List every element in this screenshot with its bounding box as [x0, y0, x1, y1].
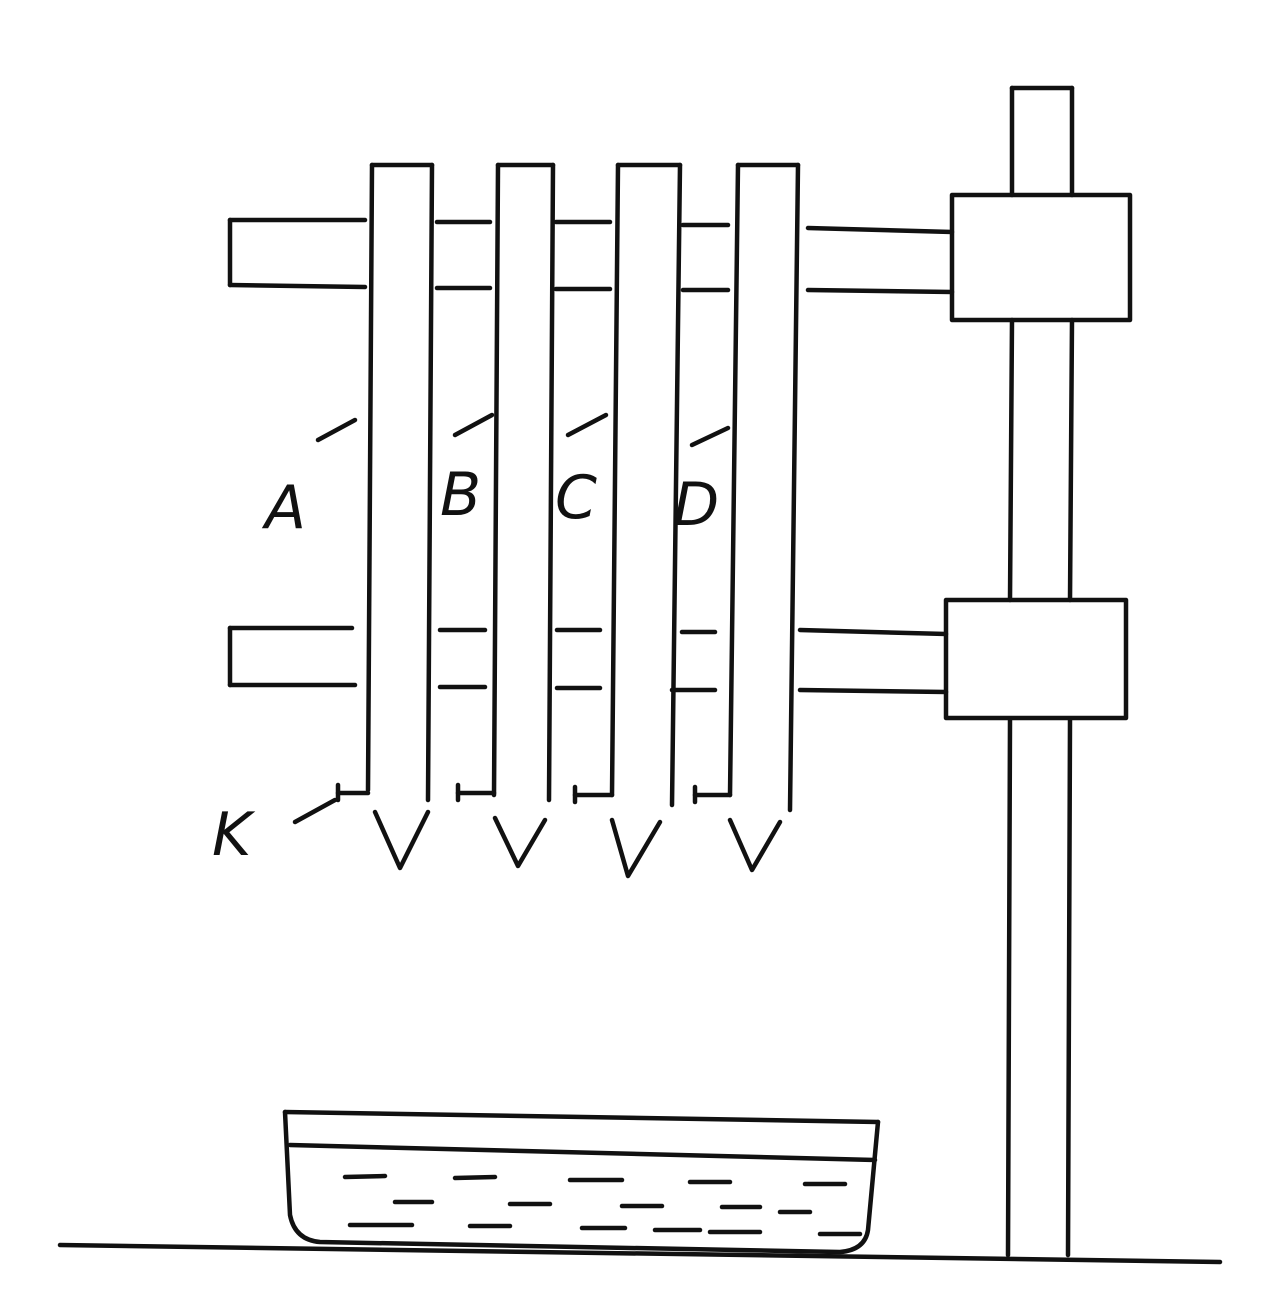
tube-c: [609, 162, 683, 879]
label-k: K: [212, 800, 256, 870]
k-clamps: [335, 782, 733, 805]
label-a: A: [261, 473, 306, 543]
label-d: D: [673, 470, 719, 540]
upper-arm: [227, 217, 955, 295]
ground-line: [57, 1242, 1223, 1265]
label-c: C: [555, 463, 597, 533]
upper-clamp-block: [949, 192, 1133, 323]
lower-clamp-block: [943, 597, 1129, 721]
tube-b: [491, 162, 556, 869]
label-b: B: [440, 460, 481, 530]
tube-d: [727, 162, 801, 873]
stand-rod: [1005, 85, 1075, 1258]
liquid-surface: [342, 1173, 863, 1237]
label-leaders: [292, 412, 731, 825]
liquid-basin: [282, 1109, 881, 1255]
tube-a: [365, 162, 435, 871]
lower-arm: [227, 625, 949, 695]
